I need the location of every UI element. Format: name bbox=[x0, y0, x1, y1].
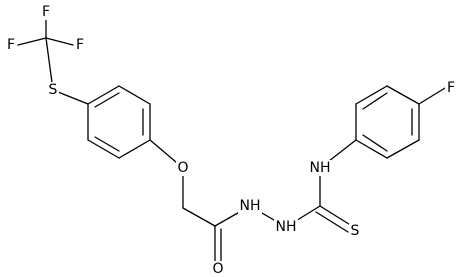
bond-ring2-2 bbox=[355, 85, 388, 105]
bond-cf3-f3 bbox=[45, 37, 74, 46]
bond-layer bbox=[17, 13, 446, 264]
atom-f3: F bbox=[74, 37, 86, 53]
atom-o1: O bbox=[176, 160, 190, 176]
atom-o2: O bbox=[211, 261, 225, 277]
atom-f4: F bbox=[445, 80, 457, 96]
bond-ring2-f bbox=[418, 87, 446, 105]
atom-s2-label: S bbox=[351, 223, 360, 239]
atom-s2: S bbox=[349, 223, 361, 239]
bond-cs-s-2 bbox=[315, 211, 349, 233]
bond-ring1-5 bbox=[87, 139, 120, 159]
atom-nh2-label: NH bbox=[276, 219, 297, 235]
atom-f4-label: F bbox=[447, 80, 455, 96]
atom-nh1: NH bbox=[238, 198, 262, 214]
atom-o1-label: O bbox=[177, 160, 188, 176]
bond-ring2-double-a bbox=[362, 92, 388, 110]
atom-nh2: NH bbox=[274, 219, 298, 235]
bond-ring2-double-c bbox=[362, 134, 388, 152]
bond-ring2-3 bbox=[386, 85, 420, 105]
atom-f3-label: F bbox=[76, 37, 84, 53]
bond-ring2-5 bbox=[386, 139, 420, 159]
bond-cs-s-1 bbox=[319, 205, 353, 227]
bond-ring1-4 bbox=[118, 139, 151, 159]
atom-o2-label: O bbox=[212, 261, 223, 277]
atom-f1: F bbox=[5, 37, 17, 53]
atom-s1: S bbox=[47, 82, 59, 98]
bond-ring1-2 bbox=[118, 85, 151, 105]
bond-ring1-1 bbox=[87, 85, 120, 105]
atom-f2-label: F bbox=[42, 4, 50, 20]
bond-cf3-f1 bbox=[17, 37, 47, 46]
bond-ring1-double-a bbox=[94, 92, 120, 108]
atom-f1-label: F bbox=[7, 37, 15, 53]
bond-ch2-co bbox=[182, 207, 216, 227]
atom-nh3: NH bbox=[308, 160, 332, 176]
atom-s1-label: S bbox=[49, 82, 58, 98]
bond-ring1-double-c bbox=[94, 136, 120, 152]
bond-ring2-6 bbox=[355, 139, 388, 159]
atom-nh3-label: NH bbox=[310, 160, 331, 176]
atom-nh1-label: NH bbox=[240, 198, 261, 214]
atom-label-layer: F F F S O NH NH NH bbox=[5, 4, 457, 277]
atom-f2: F bbox=[40, 4, 52, 20]
bond-cf3-s bbox=[45, 37, 54, 91]
